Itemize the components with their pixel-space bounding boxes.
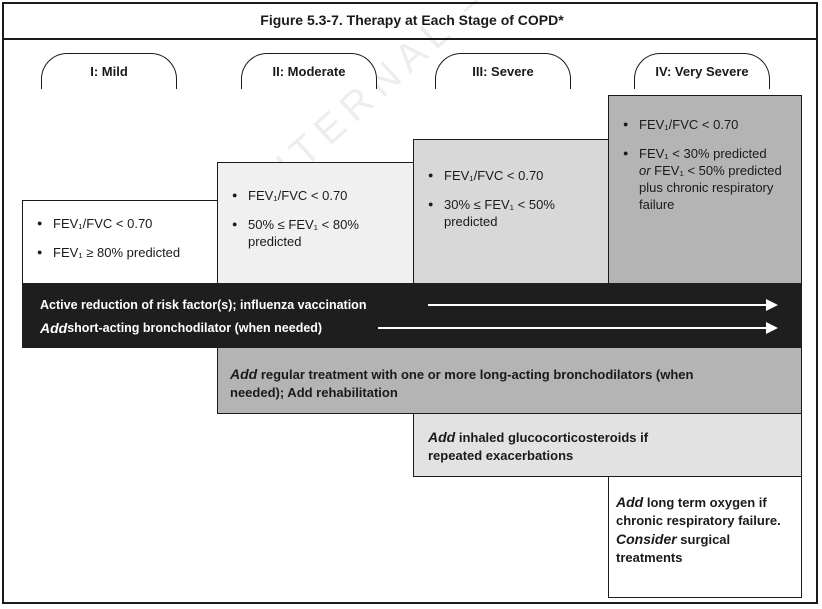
- criteria-item: FEV₁/FVC < 0.70: [228, 187, 405, 204]
- criteria-box-severe: FEV₁/FVC < 0.70 30% ≤ FEV₁ < 50% predict…: [413, 139, 609, 284]
- arrow-icon: [378, 322, 778, 334]
- treatment-box-severe-plus: Add inhaled glucocorticosteroids if repe…: [413, 413, 802, 477]
- criteria-or: or: [639, 163, 651, 178]
- stage-label-very-severe: IV: Very Severe: [655, 64, 749, 79]
- criteria-item: 30% ≤ FEV₁ < 50% predicted: [424, 196, 600, 230]
- criteria-list-moderate: FEV₁/FVC < 0.70 50% ≤ FEV₁ < 80% predict…: [228, 187, 405, 250]
- treatment-add: Add: [230, 366, 258, 382]
- stage-label-severe: III: Severe: [472, 64, 534, 79]
- treatment-text: surgical treatments: [616, 532, 731, 565]
- treatment-text: short-acting bronchodilator (when needed…: [67, 321, 323, 335]
- criteria-box-moderate: FEV₁/FVC < 0.70 50% ≤ FEV₁ < 80% predict…: [217, 162, 414, 284]
- criteria-list-mild: FEV₁/FVC < 0.70 FEV₁ ≥ 80% predicted: [33, 215, 211, 261]
- treatment-consider: Consider: [616, 531, 677, 547]
- criteria-item: FEV₁/FVC < 0.70: [619, 116, 793, 133]
- treatment-band-all-stages: Active reduction of risk factor(s); infl…: [22, 283, 802, 348]
- criteria-item: FEV₁/FVC < 0.70: [33, 215, 211, 232]
- treatment-box-moderate-plus: Add regular treatment with one or more l…: [217, 347, 802, 414]
- treatment-text-block: Add long term oxygen if chronic respirat…: [616, 493, 788, 567]
- criteria-item: FEV₁/FVC < 0.70: [424, 167, 600, 184]
- treatment-text: Active reduction of risk factor(s); infl…: [40, 298, 367, 312]
- treatment-add: Add: [616, 494, 644, 510]
- criteria-box-very-severe: FEV₁/FVC < 0.70 FEV₁ < 30% predicted or F…: [608, 95, 802, 284]
- figure-title-bar: Figure 5.3-7. Therapy at Each Stage of C…: [2, 2, 818, 40]
- criteria-list-very-severe: FEV₁/FVC < 0.70 FEV₁ < 30% predicted or F…: [619, 116, 793, 213]
- treatment-box-very-severe: Add long term oxygen if chronic respirat…: [608, 476, 802, 598]
- arrow-icon: [428, 299, 778, 311]
- treatment-text: inhaled glucocorticosteroids if repeated…: [428, 430, 649, 463]
- stage-tab-moderate: II: Moderate: [241, 53, 377, 89]
- treatment-text: regular treatment with one or more long-…: [230, 367, 694, 400]
- stage-tab-mild: I: Mild: [41, 53, 177, 89]
- criteria-item: 50% ≤ FEV₁ < 80% predicted: [228, 216, 405, 250]
- criteria-list-severe: FEV₁/FVC < 0.70 30% ≤ FEV₁ < 50% predict…: [424, 167, 600, 230]
- treatment-text-block: Add regular treatment with one or more l…: [230, 365, 720, 402]
- treatment-add: Add: [428, 429, 456, 445]
- treatment-text: long term oxygen if chronic respiratory …: [616, 495, 781, 528]
- treatment-row-short-acting: Add short-acting bronchodilator (when ne…: [40, 318, 322, 338]
- stage-tab-severe: III: Severe: [435, 53, 571, 89]
- stage-label-moderate: II: Moderate: [272, 64, 346, 79]
- stage-label-mild: I: Mild: [90, 64, 128, 79]
- treatment-row-risk-reduction: Active reduction of risk factor(s); infl…: [40, 295, 366, 315]
- criteria-item-part: FEV₁ < 50% predicted plus chronic respir…: [639, 163, 782, 212]
- treatment-add: Add: [40, 320, 68, 336]
- stage-tab-very-severe: IV: Very Severe: [634, 53, 770, 89]
- figure-title: Figure 5.3-7. Therapy at Each Stage of C…: [260, 12, 564, 28]
- criteria-item: FEV₁ ≥ 80% predicted: [33, 244, 211, 261]
- criteria-box-mild: FEV₁/FVC < 0.70 FEV₁ ≥ 80% predicted: [22, 200, 220, 284]
- criteria-item-part: FEV₁ < 30% predicted: [639, 146, 767, 161]
- criteria-item: FEV₁ < 30% predicted or FEV₁ < 50% predic…: [619, 145, 793, 213]
- treatment-text-block: Add inhaled glucocorticosteroids if repe…: [428, 428, 698, 465]
